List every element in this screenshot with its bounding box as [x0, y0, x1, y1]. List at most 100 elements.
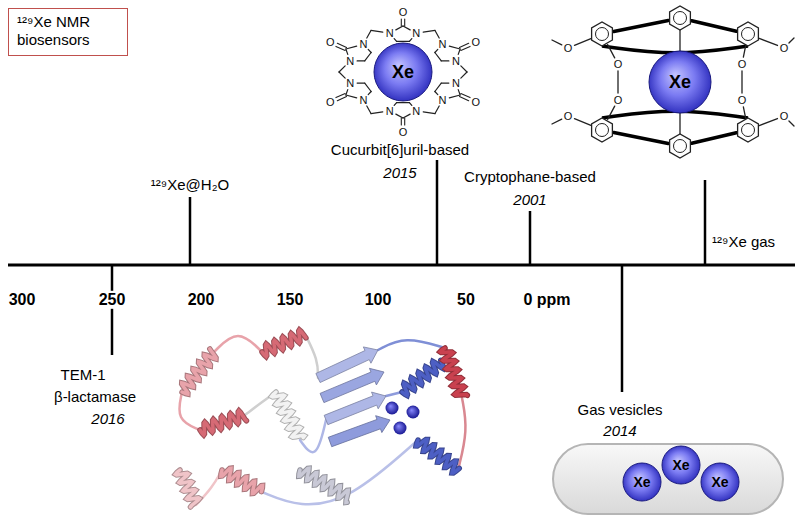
year-label: 2001: [513, 191, 546, 208]
xenon-atom: Xe: [661, 445, 701, 485]
bond: [461, 46, 470, 50]
bond: [574, 39, 590, 46]
atom-symbol: N: [439, 39, 447, 50]
bond: [459, 43, 468, 47]
element-symbol: Xe: [711, 475, 728, 489]
bond: [435, 83, 441, 91]
axis-tick-label: 250: [97, 291, 128, 309]
ppm-axis: [8, 264, 795, 267]
aromatic-ring: [742, 28, 755, 41]
helix-outline: [182, 349, 216, 394]
bond: [435, 106, 439, 114]
xenon-atom: Xe: [622, 462, 662, 502]
bond: [346, 90, 348, 95]
bond: [423, 112, 435, 114]
atom-symbol: O: [564, 43, 573, 54]
bond: [367, 30, 371, 38]
bond: [365, 83, 371, 91]
bond: [336, 46, 345, 50]
bond: [401, 118, 402, 125]
element-symbol: Xe: [392, 63, 414, 81]
bond: [743, 46, 745, 57]
entry-label: TEM-1: [61, 366, 106, 383]
bridge: [614, 20, 668, 31]
alpha-helix: [272, 392, 305, 438]
bond: [608, 106, 615, 119]
xenon-atom: Xe: [700, 462, 740, 502]
bond: [346, 95, 357, 98]
bond: [371, 112, 383, 114]
bond: [449, 95, 460, 98]
coil: [458, 398, 465, 470]
alpha-helix: [221, 468, 263, 493]
atom-symbol: O: [738, 59, 747, 70]
cucurbituril-structure: [336, 19, 470, 125]
xenon-site: [386, 402, 399, 415]
axis-tick-label: 0 ppm: [521, 291, 572, 309]
helix-outline: [402, 360, 444, 395]
protein-ribbon: [175, 330, 467, 507]
coil: [179, 392, 200, 430]
bond: [574, 119, 590, 126]
atom-symbol: O: [780, 43, 789, 54]
atom-symbol: N: [346, 55, 354, 66]
aromatic-ring: [742, 124, 755, 137]
element-symbol: Xe: [633, 475, 650, 489]
helix-outline: [416, 439, 459, 473]
bond: [435, 49, 438, 52]
bond: [368, 92, 371, 95]
atom-symbol: N: [412, 28, 420, 39]
bond: [403, 114, 410, 118]
bond: [404, 19, 405, 26]
atom-symbol: O: [738, 95, 747, 106]
alpha-helix: [299, 468, 348, 502]
marker-line: [704, 180, 707, 264]
bond: [759, 119, 777, 126]
bond: [435, 30, 439, 38]
bond: [759, 38, 777, 45]
atom-symbol: O: [471, 37, 480, 48]
benzene-ring: [738, 22, 759, 46]
year-label: 2014: [603, 422, 636, 439]
bond: [397, 102, 410, 103]
atom-symbol: O: [399, 127, 408, 138]
bond: [441, 60, 449, 61]
atom-symbol: N: [452, 55, 460, 66]
xenon-site: [407, 406, 420, 419]
helix-outline: [440, 348, 467, 395]
bond: [458, 90, 460, 95]
bond: [336, 93, 345, 97]
bond: [435, 52, 441, 60]
bond: [371, 30, 383, 32]
atom-symbol: N: [386, 28, 394, 39]
bond: [357, 82, 365, 83]
bond: [423, 30, 435, 32]
coil: [262, 440, 418, 504]
linker: [617, 71, 618, 93]
marker-line: [529, 211, 532, 264]
entry-label: Cucurbit[6]uril-based: [331, 141, 469, 158]
alpha-helix: [200, 411, 246, 435]
bond: [346, 49, 348, 54]
bond: [337, 97, 346, 101]
axis-tick-label: 50: [455, 291, 477, 309]
benzene-ring: [592, 118, 613, 142]
bond: [339, 66, 345, 72]
bond: [365, 52, 371, 60]
coil: [378, 340, 445, 350]
xenon-sphere-shape: [374, 43, 432, 101]
gas-vesicle: [553, 444, 783, 514]
bridge: [614, 132, 668, 143]
bond: [608, 45, 615, 58]
atom-symbol: O: [614, 95, 623, 106]
atom-symbol: N: [359, 39, 367, 50]
bond: [743, 107, 745, 118]
beta-strand: [328, 416, 390, 447]
xenon-site: [394, 422, 407, 435]
atom-symbol: O: [471, 97, 480, 108]
helix-outline: [175, 470, 199, 507]
atom-symbol: N: [412, 105, 420, 116]
axis-tick-label: 100: [363, 291, 394, 309]
bond: [357, 60, 365, 61]
